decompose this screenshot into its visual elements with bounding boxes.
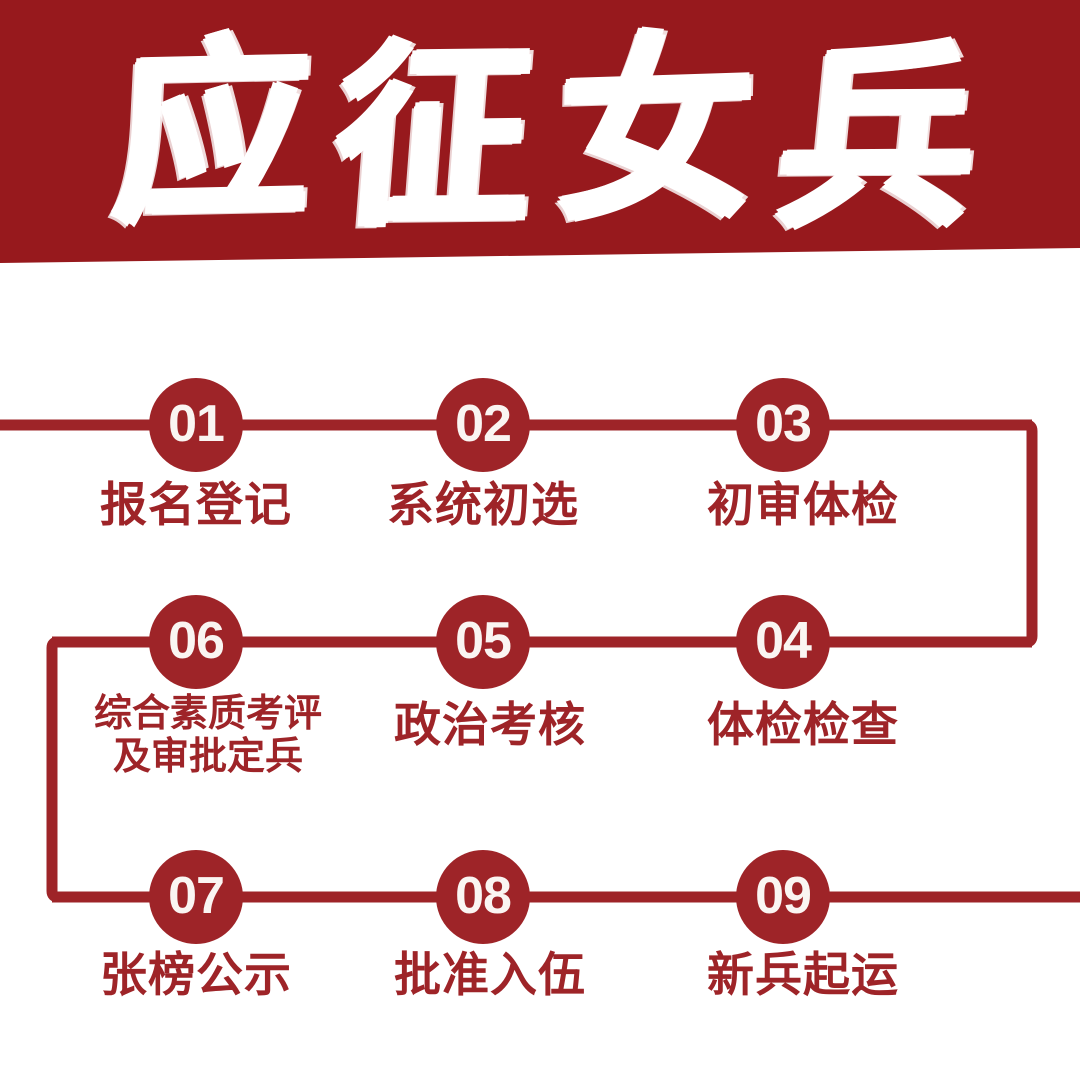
step-label-04-line-1: 体检检查: [707, 698, 899, 751]
step-label-02-line-1: 系统初选: [387, 478, 579, 531]
step-label-09: 新兵起运: [707, 950, 899, 1000]
step-number-08: 08: [455, 867, 512, 925]
step-node-07[interactable]: 07: [149, 850, 243, 944]
step-number-09: 09: [755, 867, 812, 925]
step-number-05: 05: [455, 612, 512, 670]
step-number-04: 04: [755, 612, 812, 670]
step-number-03: 03: [755, 395, 812, 453]
connector-right-vertical: [1025, 419, 1038, 648]
step-node-01[interactable]: 01: [149, 378, 243, 472]
header-banner: 应 征 女 兵: [0, 0, 1080, 266]
step-label-07-line-1: 张榜公示: [100, 948, 292, 1001]
step-label-08: 批准入伍: [394, 950, 586, 1000]
step-node-06[interactable]: 06: [149, 595, 243, 689]
step-label-05-line-1: 政治考核: [394, 698, 586, 751]
step-label-01-line-1: 报名登记: [100, 478, 292, 531]
step-number-02: 02: [455, 395, 512, 453]
step-label-08-line-1: 批准入伍: [394, 948, 586, 1001]
step-label-04: 体检检查: [707, 700, 899, 750]
step-node-09[interactable]: 09: [736, 850, 830, 944]
step-label-05: 政治考核: [394, 700, 586, 750]
step-node-02[interactable]: 02: [436, 378, 530, 472]
step-node-03[interactable]: 03: [736, 378, 830, 472]
step-label-06: 综合素质考评 及审批定兵: [94, 693, 322, 780]
step-node-05[interactable]: 05: [436, 595, 530, 689]
step-node-04[interactable]: 04: [736, 595, 830, 689]
step-label-01: 报名登记: [100, 480, 292, 530]
step-label-03-line-1: 初审体检: [707, 478, 899, 531]
step-label-09-line-1: 新兵起运: [707, 948, 899, 1001]
step-number-06: 06: [168, 612, 225, 670]
step-label-06-line-2: 及审批定兵: [112, 736, 304, 779]
step-label-02: 系统初选: [387, 480, 579, 530]
step-number-01: 01: [168, 395, 225, 453]
connector-left-vertical: [46, 636, 59, 903]
step-label-03: 初审体检: [707, 480, 899, 530]
step-node-08[interactable]: 08: [436, 850, 530, 944]
step-label-06-line-1: 综合素质考评: [93, 693, 323, 735]
step-label-07: 张榜公示: [100, 950, 292, 1000]
banner-background: [0, 0, 1080, 263]
step-number-07: 07: [168, 867, 225, 925]
